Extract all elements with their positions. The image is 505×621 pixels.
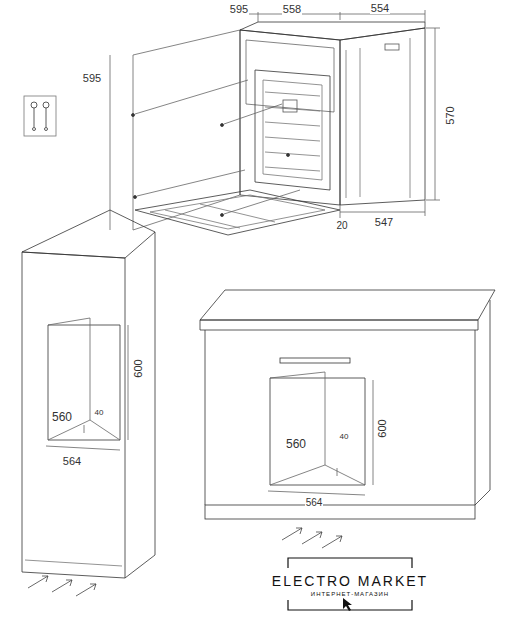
dimension-label: 560 xyxy=(285,438,307,450)
undercounter-cabinet-drawing xyxy=(200,290,495,548)
dimension-label: 600 xyxy=(376,418,387,438)
tall-cabinet-drawing xyxy=(22,210,155,596)
screw-inset xyxy=(24,96,56,136)
dimension-label: 547 xyxy=(374,217,394,228)
dimension-label: 600 xyxy=(132,358,143,378)
dimension-label: 570 xyxy=(444,105,455,125)
dimension-label: 40 xyxy=(94,409,105,417)
dimension-label: 564 xyxy=(62,456,82,467)
dimension-label: 40 xyxy=(339,433,350,441)
oven-drawing xyxy=(110,10,440,235)
dimension-label: 558 xyxy=(282,4,302,15)
dimension-label: 554 xyxy=(370,3,390,14)
dimension-label: 560 xyxy=(51,411,73,423)
dimension-label: 564 xyxy=(305,498,324,508)
logo-subtext: ИНТЕРНЕТ-МАГАЗИН xyxy=(310,591,390,597)
dimension-label: 20 xyxy=(335,221,348,231)
logo-text: ELECTRO MARKET xyxy=(271,574,429,588)
dimension-label: 595 xyxy=(229,4,249,15)
dimension-label: 595 xyxy=(82,73,102,84)
